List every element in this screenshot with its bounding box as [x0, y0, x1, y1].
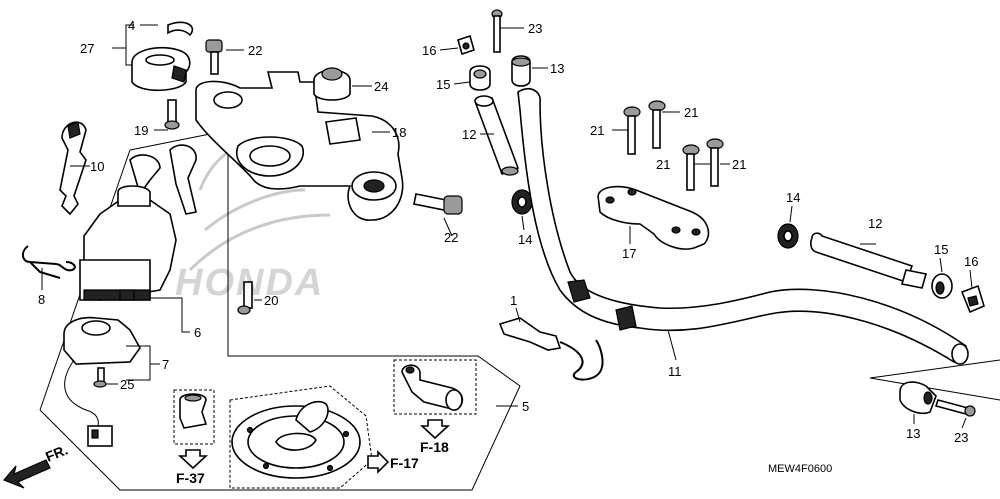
box-seat-lock-f18	[393, 359, 477, 440]
part-bracket-1	[498, 317, 604, 381]
callout-16-right: 16	[964, 254, 978, 269]
part-handlebar-holder-17	[597, 185, 710, 250]
callout-23-upper: 23	[528, 21, 542, 36]
callout-23-lower: 23	[954, 430, 968, 445]
callout-4: 4	[128, 18, 135, 33]
callout-7: 7	[162, 357, 169, 372]
part-grip-end-13-lower	[899, 381, 937, 415]
callout-15-right: 15	[934, 242, 948, 257]
callout-12-upper: 12	[462, 127, 476, 142]
callout-10: 10	[90, 159, 104, 174]
callout-12-right: 12	[868, 216, 882, 231]
callout-21-d: 21	[732, 157, 746, 172]
part-nut-14-right	[777, 223, 799, 249]
part-handlebar-11	[517, 87, 969, 365]
callout-6: 6	[194, 325, 201, 340]
callout-24: 24	[374, 79, 388, 94]
part-bolt-23-lower	[934, 399, 976, 417]
part-nut-14-upper	[511, 189, 533, 215]
part-weight-12-right	[810, 232, 928, 289]
callout-19: 19	[134, 123, 148, 138]
part-bolt-22-upper	[205, 39, 223, 75]
ref-front: FR.	[43, 441, 70, 464]
part-screw-25	[93, 367, 107, 388]
ref-f17: F-17	[390, 455, 419, 471]
callout-15-upper: 15	[436, 77, 450, 92]
reference-labels: F-37 F-17 F-18 FR. MEW4F0600	[43, 439, 832, 486]
callout-27: 27	[80, 41, 94, 56]
part-bolt-20	[237, 281, 253, 315]
front-direction-arrow	[2, 459, 51, 489]
callout-20: 20	[264, 293, 278, 308]
ref-f37: F-37	[176, 470, 205, 486]
part-key-10	[59, 121, 87, 216]
callout-14-upper: 14	[518, 232, 532, 247]
callout-13-upper: 13	[550, 61, 564, 76]
part-nut-24	[313, 67, 351, 101]
callout-21-b: 21	[684, 105, 698, 120]
part-top-bridge-18	[195, 71, 404, 221]
callout-14-right: 14	[786, 190, 800, 205]
part-clip-16-right	[960, 284, 985, 314]
callout-16-upper: 16	[422, 43, 436, 58]
callout-22-upper: 22	[248, 43, 262, 58]
part-ignition-switch	[63, 144, 197, 447]
callouts: 4 27 22 24 19 18 10 22 8 20 6 7 25 5 23 …	[38, 18, 978, 445]
callout-8: 8	[38, 292, 45, 307]
callout-5: 5	[522, 399, 529, 414]
part-fuel-filler-cap	[229, 385, 390, 489]
callout-1: 1	[510, 293, 517, 308]
callout-17: 17	[622, 246, 636, 261]
callout-22-lower: 22	[444, 230, 458, 245]
ref-f18: F-18	[420, 439, 449, 455]
group-frame	[39, 129, 1000, 491]
callout-21-c: 21	[656, 157, 670, 172]
part-collar-15-upper	[469, 65, 491, 91]
callout-18: 18	[392, 125, 406, 140]
part-bolts-21	[623, 100, 724, 191]
part-clip-16-upper	[457, 34, 475, 56]
part-grip-end-13-upper	[511, 55, 531, 87]
part-bolt-23-upper	[491, 9, 503, 53]
part-fork-cap-27	[131, 46, 191, 92]
box-fuel-lock-f37	[173, 389, 215, 470]
part-bolt-19	[164, 99, 180, 130]
part-collar-15-right	[931, 273, 953, 299]
part-ring-4	[167, 21, 194, 37]
leader-lines	[41, 24, 973, 429]
callout-25: 25	[120, 377, 134, 392]
part-bolt-22-lower	[413, 193, 463, 215]
callout-11: 11	[668, 364, 682, 379]
diagram-code: MEW4F0600	[768, 463, 832, 475]
part-weight-12-upper	[474, 95, 520, 176]
callout-21-a: 21	[590, 123, 604, 138]
part-wire-clip-8	[22, 245, 76, 279]
callout-13-lower: 13	[906, 426, 920, 441]
